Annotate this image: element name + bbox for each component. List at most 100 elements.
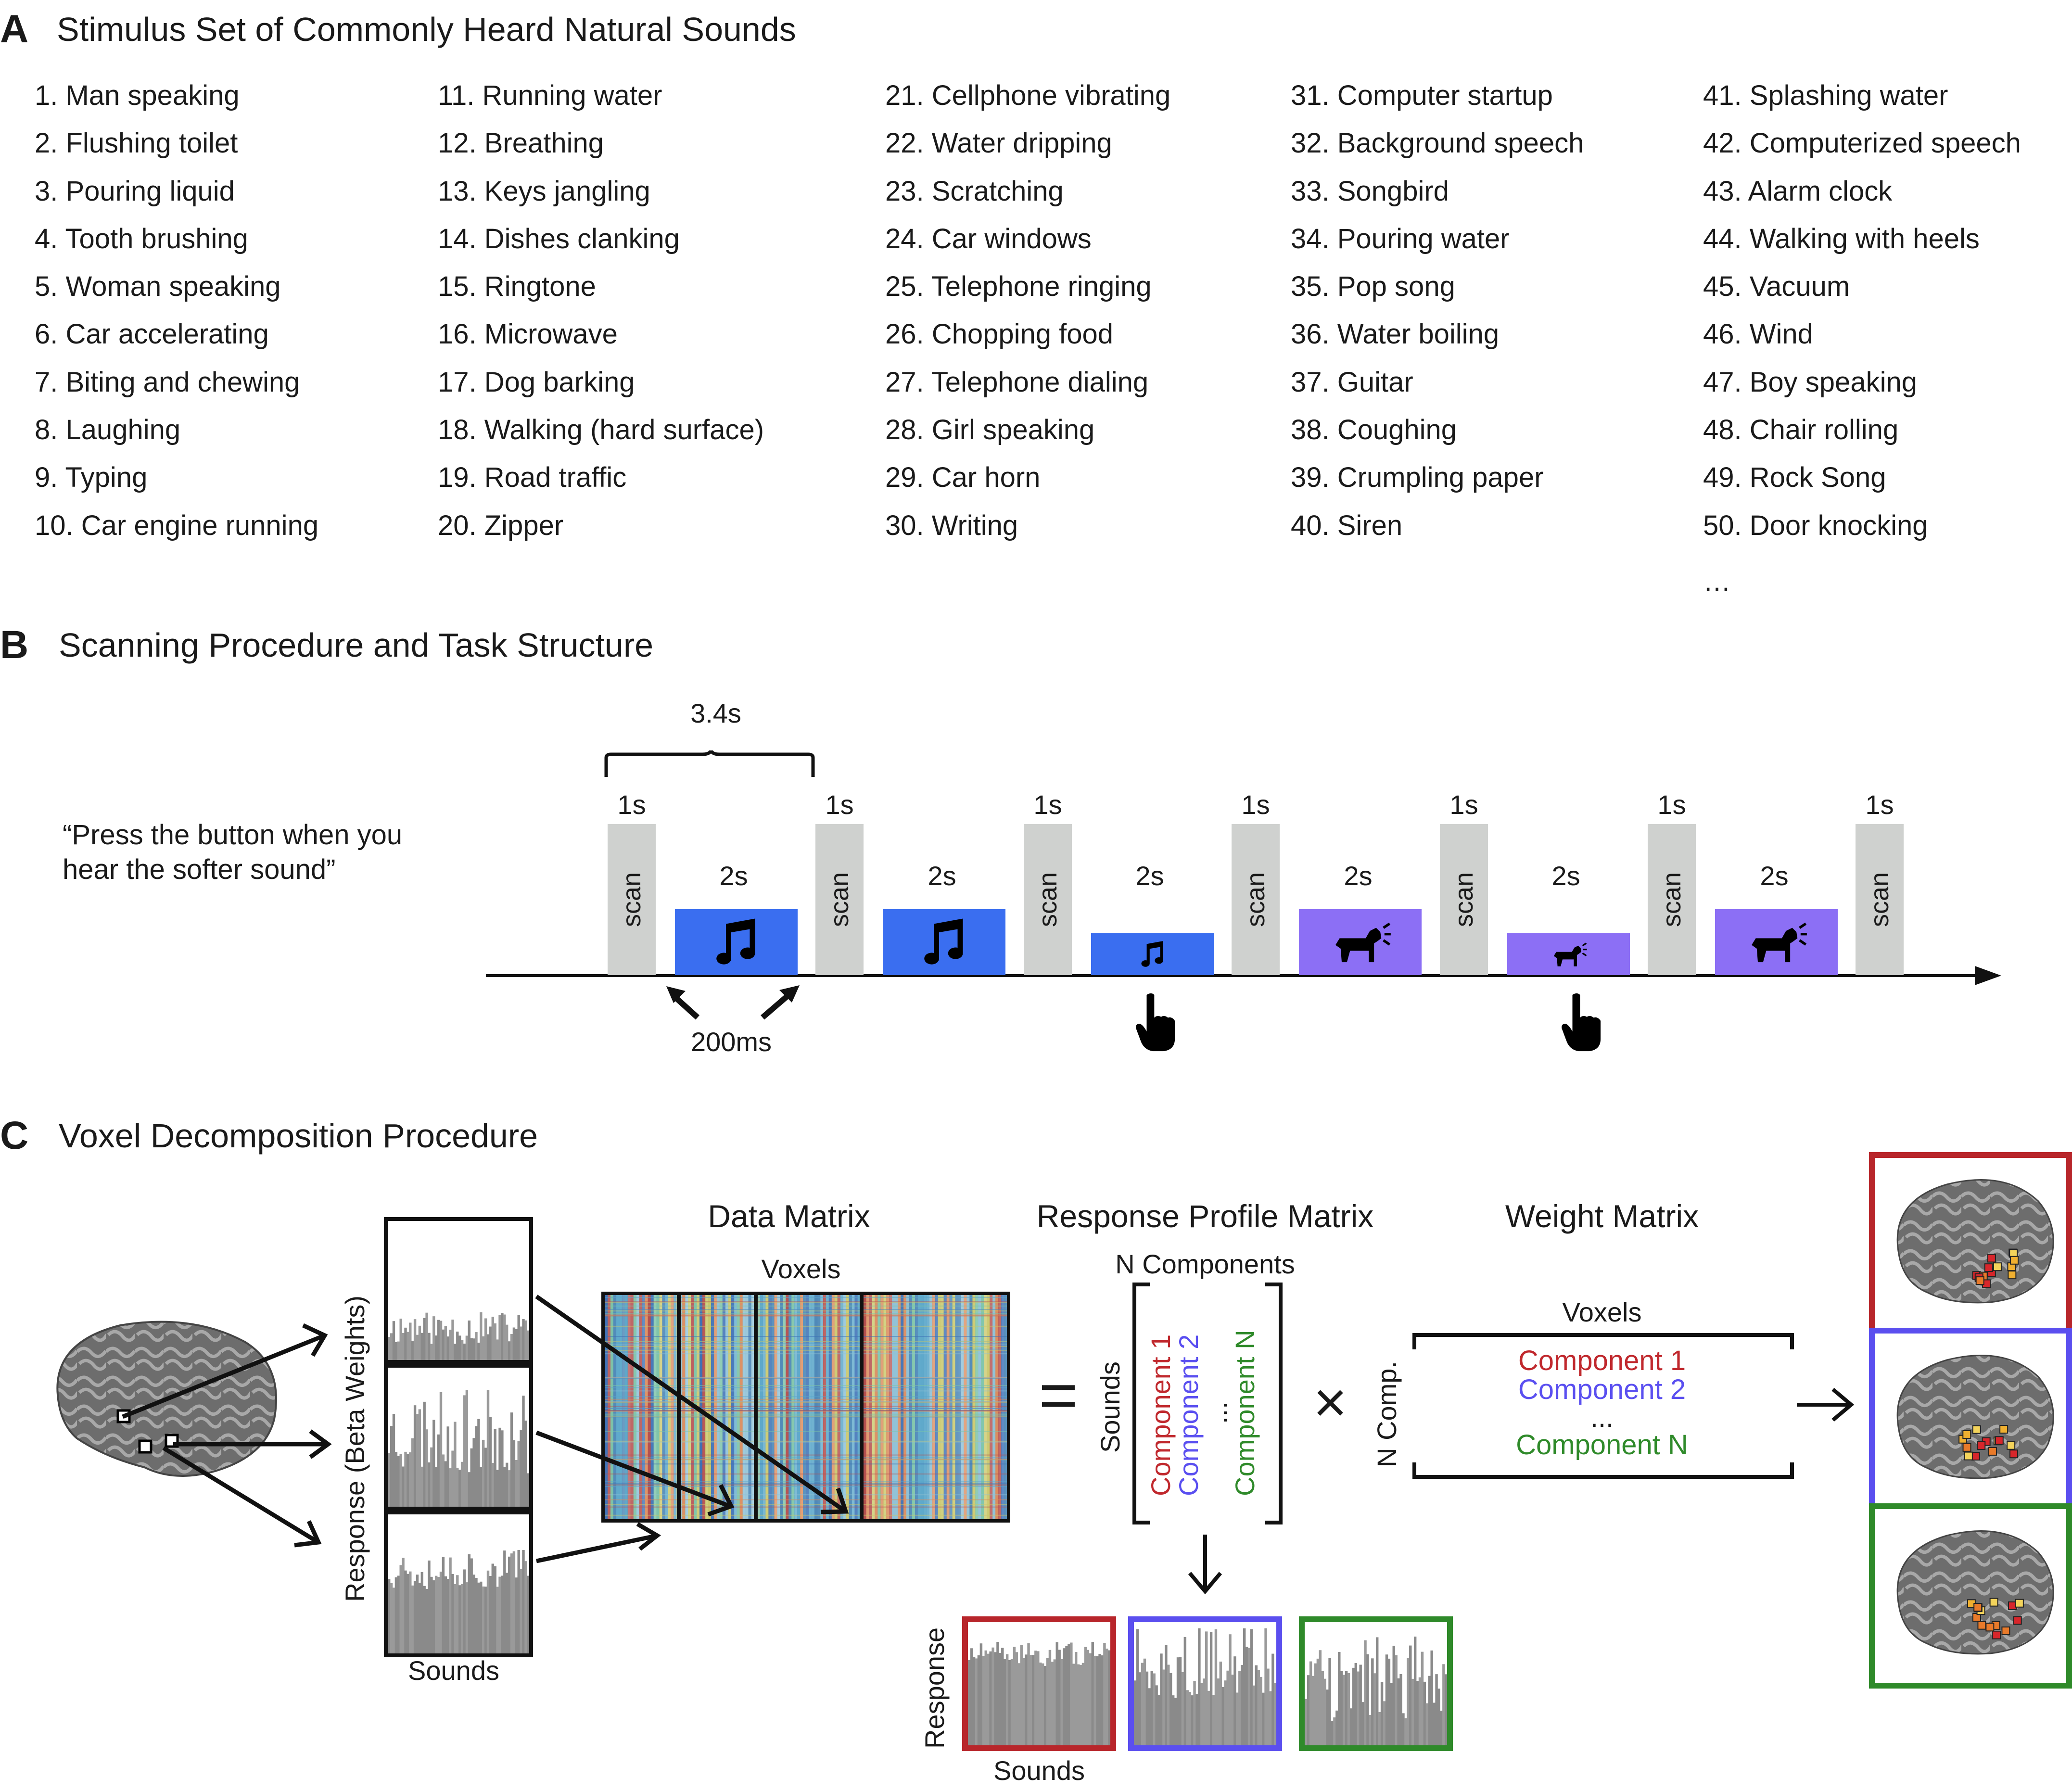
matrix-column: [728, 1295, 732, 1519]
response-bar: [1376, 1637, 1379, 1745]
sound-item: 43. Alarm clock: [1703, 175, 1893, 207]
response-bar: [444, 1326, 447, 1360]
brain-surface-icon: [1896, 1530, 2054, 1655]
matrix-row-streak: [605, 1325, 1007, 1327]
sound-item: 23. Scratching: [885, 175, 1064, 207]
response-bar: [1255, 1665, 1258, 1745]
response-bar: [465, 1390, 469, 1507]
voxel-response-chart: [384, 1511, 533, 1657]
matrix-column: [702, 1295, 706, 1519]
matrix-column: [995, 1295, 999, 1519]
matrix-column: [659, 1295, 663, 1519]
response-bar: [1203, 1678, 1206, 1745]
response-profile-title: Response Profile Matrix: [1036, 1198, 1374, 1234]
response-bar: [1326, 1689, 1329, 1745]
n-components-label: N Components: [1115, 1249, 1295, 1279]
scan-block-label: scan: [1657, 872, 1686, 927]
matrix-row-streak: [605, 1387, 1007, 1388]
response-bar: [1243, 1628, 1246, 1745]
sounds-axis-label: Sounds: [408, 1655, 499, 1686]
response-bar: [508, 1341, 511, 1360]
voxel-hotspot: [1984, 1263, 1993, 1272]
response-bar: [423, 1586, 426, 1653]
sound-item: 11. Running water: [438, 80, 662, 111]
matrix-column: [875, 1295, 878, 1519]
voxel-hotspot: [2007, 1441, 2016, 1450]
matrix-column: [961, 1295, 965, 1519]
weight-component-1: Component 1: [1518, 1345, 1686, 1376]
panel-b-title: Scanning Procedure and Task Structure: [59, 626, 654, 664]
response-bar: [463, 1569, 466, 1653]
response-bar: [1027, 1643, 1030, 1745]
response-bar: [1366, 1654, 1369, 1745]
sound-list-column-5: 41. Splashing water 42. Computerized spe…: [1703, 80, 2072, 559]
matrix-column: [624, 1295, 628, 1519]
voxel-hotspot: [2008, 1270, 2017, 1280]
response-bar: [1247, 1648, 1251, 1745]
weight-component-n: Component N: [1516, 1429, 1688, 1461]
response-bar: [1098, 1654, 1101, 1745]
response-bar: [1404, 1718, 1407, 1745]
matrix-row-streak: [605, 1413, 1007, 1415]
data-matrix: [601, 1292, 1010, 1523]
profile-bars: [1134, 1628, 1276, 1745]
matrix-column: [780, 1295, 783, 1519]
response-bar: [392, 1414, 395, 1507]
sound-item: 13. Keys jangling: [438, 175, 650, 207]
response-bar: [399, 1565, 402, 1653]
response-bar: [451, 1320, 454, 1360]
matrix-column: [639, 1295, 643, 1519]
response-bar: [508, 1556, 511, 1653]
response-bar: [416, 1575, 419, 1653]
matrix-column: [998, 1295, 1002, 1519]
matrix-column: [823, 1295, 826, 1519]
matrix-column: [990, 1295, 993, 1519]
response-bar: [468, 1472, 470, 1507]
matrix-column: [679, 1295, 683, 1519]
response-bar: [501, 1313, 504, 1360]
sound-item: 41. Splashing water: [1703, 80, 1948, 111]
response-bar: [1174, 1698, 1177, 1745]
response-bar: [1435, 1674, 1438, 1745]
scan-duration-label: 1s: [1241, 789, 1270, 820]
response-bar: [463, 1343, 466, 1360]
response-bar: [472, 1438, 475, 1507]
response-bar: [1387, 1658, 1391, 1745]
response-bar: [442, 1329, 445, 1360]
response-bar: [1352, 1667, 1355, 1745]
response-bar: [1207, 1690, 1210, 1745]
task-instruction-line-1: “Press the button when you: [63, 819, 403, 851]
response-bar: [449, 1330, 452, 1360]
matrix-divider: [677, 1295, 681, 1519]
response-bar: [1314, 1663, 1317, 1745]
response-bar: [430, 1447, 433, 1507]
response-bar: [402, 1466, 405, 1507]
response-bar: [390, 1583, 393, 1653]
matrix-row-streak: [605, 1344, 1007, 1346]
response-bar: [1169, 1673, 1172, 1745]
response-bar: [454, 1344, 457, 1360]
response-bar: [1041, 1663, 1044, 1745]
response-bar: [1091, 1642, 1094, 1745]
matrix-column: [984, 1295, 987, 1519]
matrix-column: [786, 1295, 789, 1519]
component-2-profile-chart: [1128, 1616, 1282, 1751]
weight-matrix-brackets: [1412, 1333, 1794, 1479]
response-bar: [494, 1323, 496, 1360]
response-bar: [475, 1577, 478, 1653]
matrix-column: [843, 1295, 847, 1519]
response-bar: [1226, 1670, 1229, 1745]
response-bar: [1165, 1645, 1168, 1745]
matrix-column: [765, 1295, 769, 1519]
response-bar: [1032, 1655, 1035, 1745]
matrix-column: [716, 1295, 720, 1519]
response-bar: [1013, 1647, 1016, 1745]
arrow-right-icon: [122, 1323, 332, 1548]
matrix-column: [966, 1295, 970, 1519]
response-bar: [1271, 1653, 1274, 1745]
scan-duration-label: 1s: [1449, 789, 1478, 820]
response-bar: [1101, 1655, 1104, 1745]
sound-duration-label: 2s: [1135, 861, 1164, 891]
response-bar: [397, 1575, 400, 1653]
sound-block-loud: [675, 909, 798, 975]
